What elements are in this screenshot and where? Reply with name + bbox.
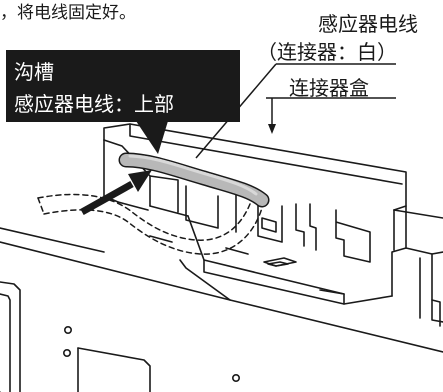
sensor-wire-label: 感应器电线 (318, 12, 418, 36)
groove-callout: 沟槽 感应器电线：上部 (6, 50, 240, 122)
insertion-arrow-icon (80, 170, 152, 216)
intro-text: ，将电线固定好。 (0, 3, 136, 23)
groove-label: 沟槽 (14, 60, 54, 84)
front-panel (0, 281, 241, 392)
groove-callout-pointer (136, 121, 168, 154)
slot-detail (263, 257, 297, 267)
wire-route-dashed (37, 193, 263, 255)
sensor-wire (118, 152, 270, 208)
leader-line-connector-box (266, 97, 396, 128)
connector-box-compartments (117, 175, 393, 305)
connector-box-body (103, 123, 443, 327)
sensor-wire-connector-label: （连接器：白） (257, 40, 397, 64)
arrowhead-connector-box (268, 124, 276, 134)
connector-box-label: 连接器盒 (289, 76, 369, 100)
sensor-wire-upper-label: 感应器电线：上部 (14, 92, 174, 116)
unit-housing (0, 209, 443, 392)
